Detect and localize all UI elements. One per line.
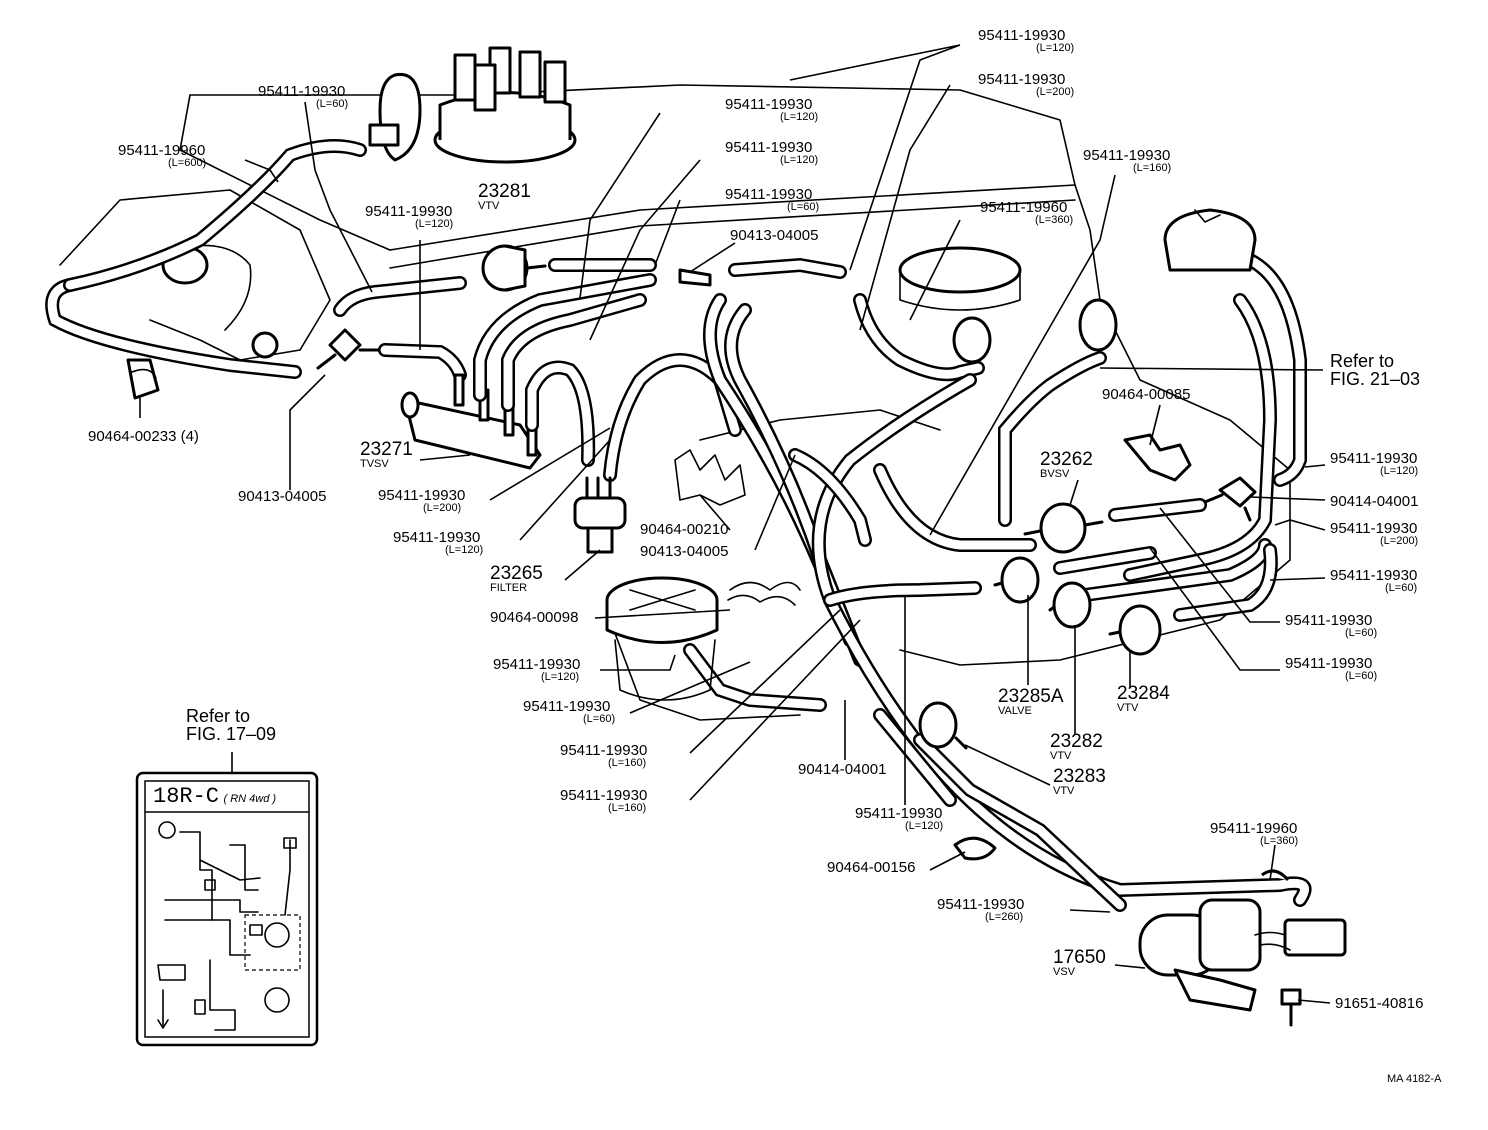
left-hose-loop [45, 139, 467, 400]
part-label: 95411-19930(L=200) [978, 71, 1075, 98]
part-label: 95411-19930(L=120) [725, 139, 819, 166]
vtv-23281 [481, 244, 847, 292]
right-hoses [1053, 253, 1307, 622]
part-label: 95411-19930(L=120) [365, 203, 454, 230]
part-label: 90414-04001 [798, 761, 887, 778]
part-label: 90464-00233 (4) [88, 428, 199, 445]
part-label: 95411-19930(L=120) [725, 96, 819, 123]
part-label: 95411-19930(L=120) [1330, 450, 1419, 477]
part-label: 95411-19930(L=160) [1083, 147, 1172, 174]
part-label: 95411-19930(L=120) [493, 656, 581, 683]
inset-schematic [135, 771, 319, 1047]
part-label: 90464-00156 [827, 859, 916, 876]
air-intake [161, 244, 279, 359]
part-label: 95411-19930(L=60) [523, 698, 616, 725]
canister [605, 576, 801, 701]
part-label: 95411-19930(L=60) [258, 83, 349, 110]
part-label: 90464-00098 [490, 609, 579, 626]
part-label: 95411-19930(L=160) [560, 742, 648, 769]
part-label: 95411-19930(L=60) [1285, 655, 1378, 682]
tvsv-23271 [400, 373, 542, 470]
leader-lines [139, 44, 1331, 1004]
distributor-cap [368, 46, 577, 164]
part-label: 95411-19930(L=60) [1330, 567, 1418, 594]
part-label: 90413-04005 [730, 227, 819, 244]
part-label: 95411-19930(L=60) [725, 186, 820, 213]
central-hoses [473, 273, 1312, 912]
part-label: 95411-19930(L=120) [978, 27, 1075, 54]
part-label: 95411-19930(L=200) [378, 487, 466, 514]
part-label: 95411-19960(L=360) [980, 199, 1074, 226]
part-label: 95411-19930(L=60) [1285, 612, 1378, 639]
part-label: 90413-04005 [238, 488, 327, 505]
part-label: 90414-04001 [1330, 493, 1419, 510]
part-label: 95411-19930(L=160) [560, 787, 648, 814]
part-label: 90464-00085 [1102, 386, 1191, 403]
vsv-17650 [1138, 898, 1347, 1027]
part-label: 90413-04005 [640, 543, 729, 560]
filter-23265 [573, 476, 627, 554]
part-label: 95411-19930(L=200) [1330, 520, 1419, 547]
part-label: 91651-40816 [1335, 995, 1424, 1012]
part-label: 95411-19960(L=360) [1210, 820, 1299, 847]
part-label: 90464-00210 [640, 521, 729, 538]
inset-title: 18R-C ( RN 4wd ) [153, 784, 277, 809]
part-label: 95411-19930(L=120) [855, 805, 944, 832]
clips [674, 433, 1290, 882]
part-label: 95411-19930(L=260) [937, 896, 1025, 923]
part-label: 95411-19960(L=600) [118, 142, 207, 169]
part-label: 95411-19930(L=120) [393, 529, 484, 556]
drawing-code: MA 4182-A [1387, 1073, 1442, 1085]
